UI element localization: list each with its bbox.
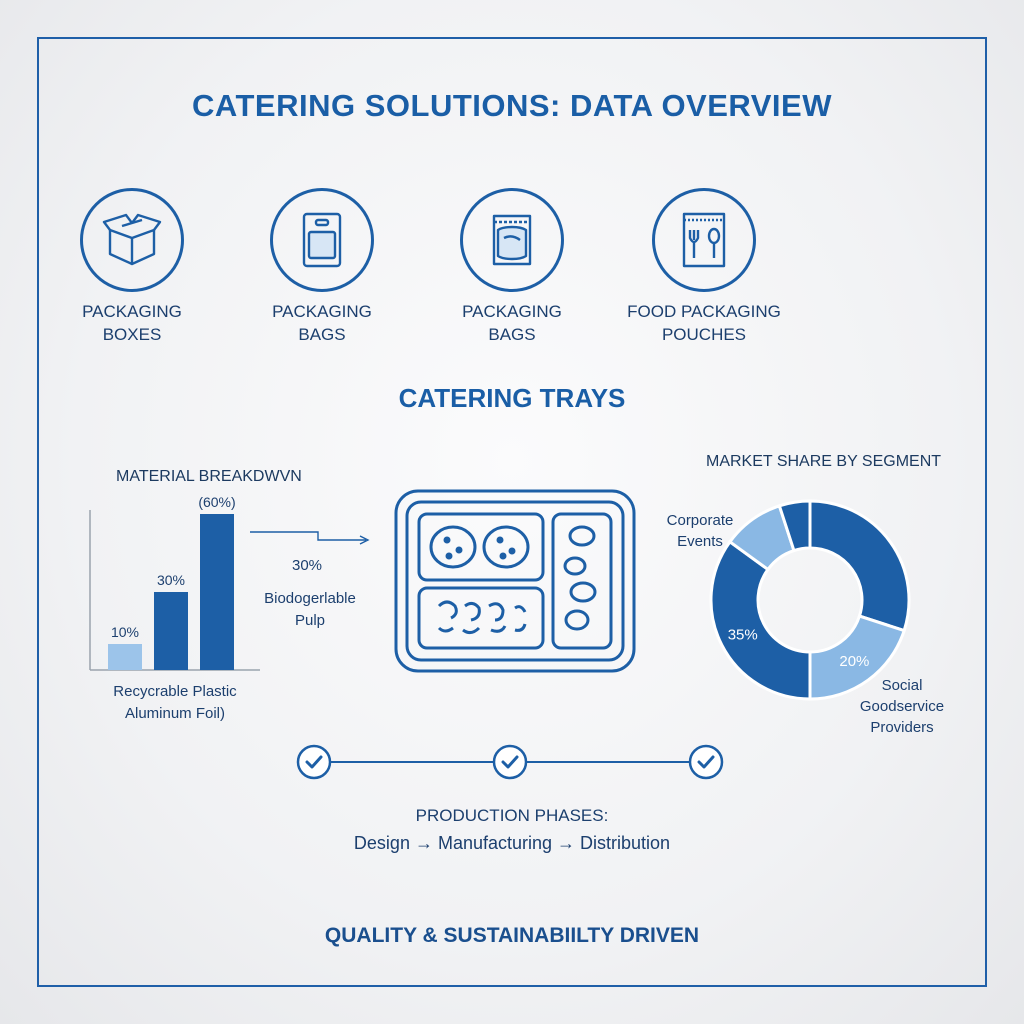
donut-slice-2 [709, 539, 812, 701]
bar-label-2: (60%) [198, 494, 235, 510]
donut-label-2: 35% [728, 626, 758, 643]
phase-check-icon-1 [492, 744, 528, 780]
material-bar-chart: 10% 30% (60%) [89, 494, 260, 671]
phase-timeline [296, 744, 724, 780]
check-icon [501, 755, 519, 769]
phase-steps: Design → Manufacturing → Distribution [353, 833, 671, 853]
box-icon [80, 188, 184, 292]
bar-0 [108, 644, 142, 670]
check-icon [305, 755, 323, 769]
callout-arrow [250, 531, 370, 545]
callout-label: Biodogerlable Pulp [264, 590, 356, 629]
catering-tray-icon [394, 489, 636, 673]
footer-tagline: QUALITY & SUSTAINABIILTY DRIVEN [324, 924, 700, 947]
page-title: CATERING SOLUTIONS: DATA OVERVIEW [192, 88, 832, 123]
section-title: CATERING TRAYS [398, 383, 626, 413]
outer-frame [37, 37, 987, 987]
material-chart-title: MATERIAL BREAKDWVN [116, 468, 302, 485]
sealed-bag-icon [460, 188, 564, 292]
phase-check-icon-2 [688, 744, 724, 780]
check-icon [697, 755, 715, 769]
bar-2 [200, 514, 234, 670]
bar-1 [154, 592, 188, 670]
donut-slice-0 [808, 499, 911, 633]
food-pouch-icon [652, 188, 756, 292]
social-providers-label: Social Goodservice Providers [859, 677, 945, 736]
market-donut-chart: 20% 35% [709, 499, 911, 701]
bag-icon [270, 188, 374, 292]
donut-slice-1 [808, 614, 907, 701]
phase-title: PRODUCTION PHASES: [415, 806, 609, 825]
corporate-events-label: Corporate Events [666, 512, 734, 550]
bar-label-0: 10% [111, 624, 139, 640]
donut-label-1: 20% [839, 653, 869, 670]
donut-slice-4 [777, 499, 812, 553]
material-labels: Recycrable Plastic Aluminum Foil) [113, 683, 237, 722]
bar-label-1: 30% [157, 572, 185, 588]
phase-check-icon-0 [296, 744, 332, 780]
callout-value: 30% [292, 557, 323, 574]
market-chart-title: MARKET SHARE BY SEGMENT [706, 453, 942, 470]
